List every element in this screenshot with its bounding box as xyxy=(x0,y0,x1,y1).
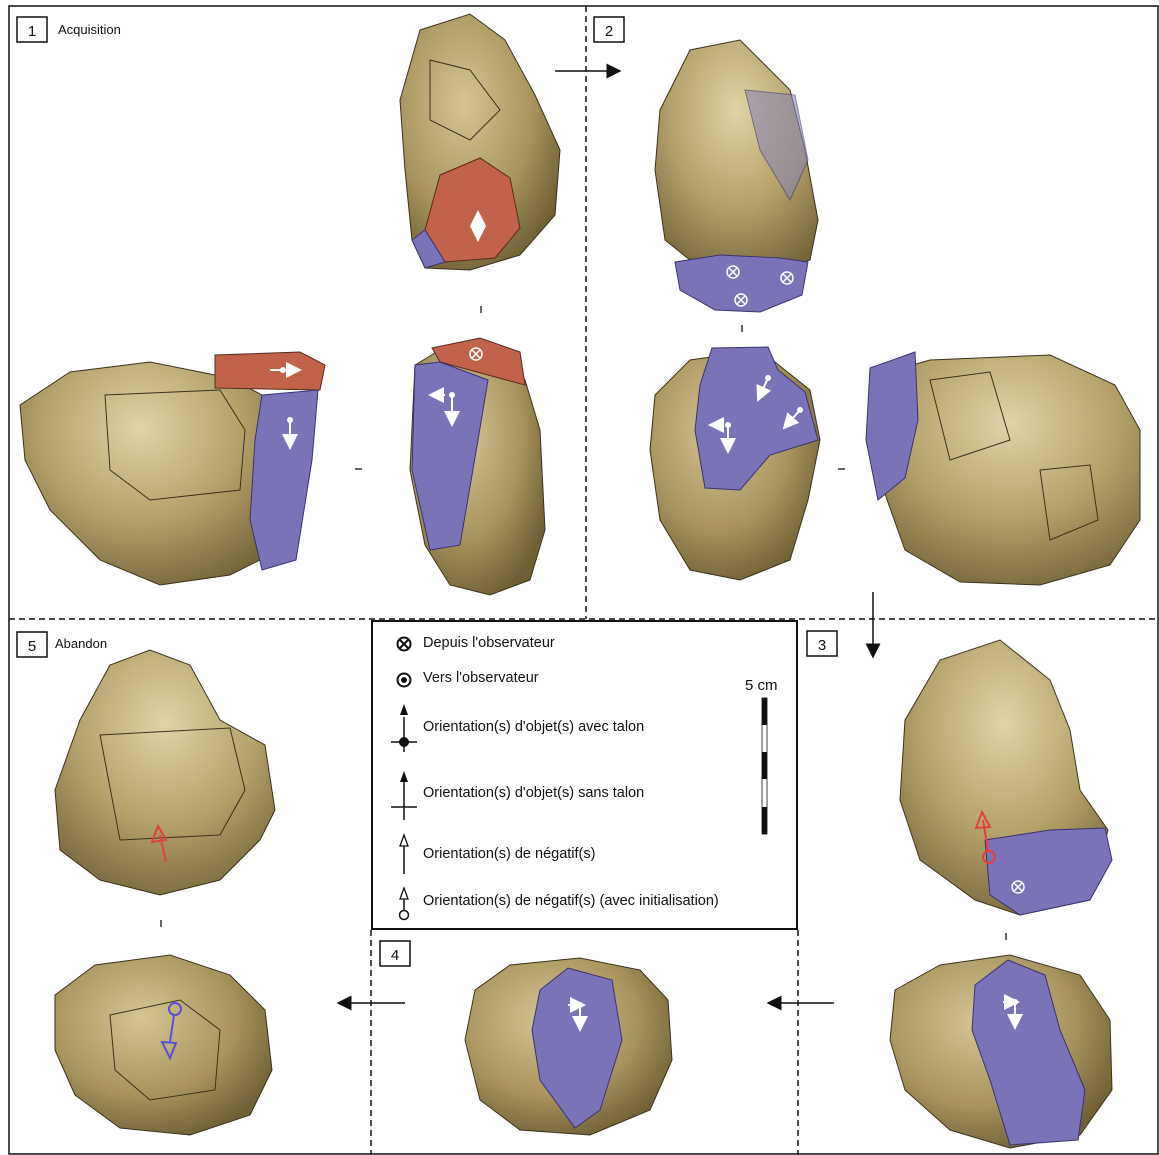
refit-view-5-top xyxy=(55,650,275,895)
svg-text:3: 3 xyxy=(818,637,826,654)
legend-label-negative-init: Orientation(s) de négatif(s) (avec initi… xyxy=(423,893,719,909)
refit-view-2-right xyxy=(866,352,1140,585)
hollow-arrow-icon xyxy=(400,835,408,874)
legend-box: Depuis l'observateur Vers l'observateur … xyxy=(371,620,798,930)
panel-badge-2: 2 xyxy=(594,17,624,42)
cross-circle-icon xyxy=(398,638,411,651)
legend-label-from-observer: Depuis l'observateur xyxy=(423,635,555,651)
refit-view-1-top xyxy=(400,14,560,270)
panel-title-acquisition: Acquisition xyxy=(58,22,121,37)
arrow-without-heel-icon xyxy=(391,771,417,820)
legend-label-toward-observer: Vers l'observateur xyxy=(423,670,539,686)
legend-label-object-with-heel: Orientation(s) d'objet(s) avec talon xyxy=(423,719,644,735)
refit-view-4 xyxy=(465,958,672,1135)
refit-view-1-right xyxy=(410,338,545,595)
panel-badge-4: 4 xyxy=(380,941,410,966)
panel-title-abandon: Abandon xyxy=(55,636,107,651)
refit-view-1-left xyxy=(20,352,325,585)
svg-text:5: 5 xyxy=(28,638,36,655)
legend-symbols xyxy=(373,622,800,932)
scale-label: 5 cm xyxy=(745,677,778,694)
svg-text:2: 2 xyxy=(605,23,613,40)
legend-label-negative: Orientation(s) de négatif(s) xyxy=(423,846,595,862)
refit-view-5-bottom xyxy=(55,955,272,1135)
dot-circle-icon xyxy=(398,674,411,687)
scale-bar xyxy=(762,698,767,834)
refit-view-2-top xyxy=(655,40,818,312)
svg-text:1: 1 xyxy=(28,23,36,40)
svg-text:4: 4 xyxy=(391,947,399,964)
refit-view-3-top xyxy=(900,640,1112,915)
panel-badge-3: 3 xyxy=(807,631,837,656)
refit-view-2-left xyxy=(650,347,820,580)
panel-badge-1: 1 xyxy=(17,17,47,42)
arrow-with-heel-icon xyxy=(391,704,417,752)
panel-badge-5: 5 xyxy=(17,632,47,657)
legend-label-object-without-heel: Orientation(s) d'objet(s) sans talon xyxy=(423,785,644,801)
refit-view-3-bottom xyxy=(890,955,1112,1148)
hollow-arrow-ring-icon xyxy=(400,888,409,920)
